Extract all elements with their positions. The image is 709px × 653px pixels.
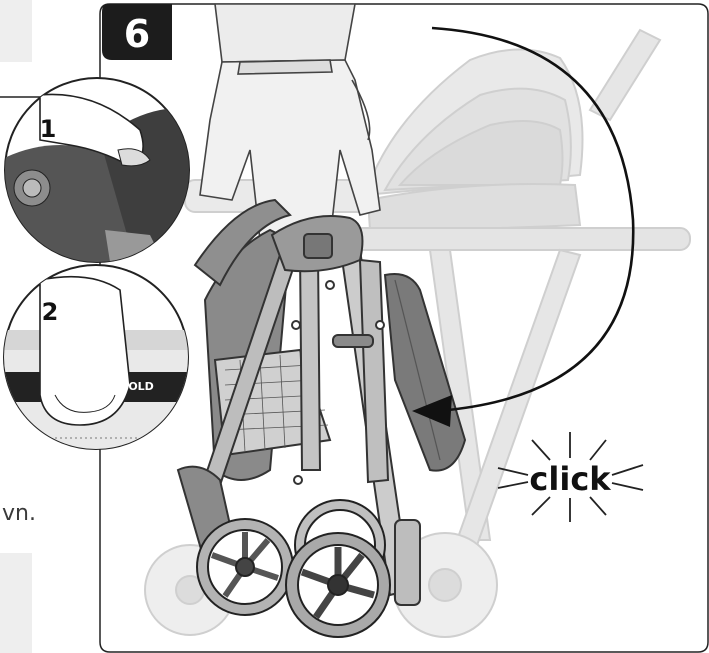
step-badge (102, 4, 172, 60)
partial-text-bottom: vn. (2, 501, 36, 526)
callout-2-number: 2 (42, 298, 59, 326)
person-figure (199, 3, 381, 241)
folded-stroller (176, 198, 467, 606)
side-panel-top (0, 0, 32, 62)
hand-icon (39, 275, 131, 426)
side-panel-bottom (0, 553, 32, 653)
click-sound-label: click (529, 460, 611, 498)
fold-direction-arrow (412, 26, 635, 427)
stroller-wheels (196, 499, 391, 638)
strap-label: LIFT TO FOLD (70, 380, 154, 393)
callout-2-lift-strap (3, 264, 189, 450)
click-burst-lines (497, 432, 644, 522)
wheel-front (285, 532, 391, 638)
callout-1-number: 1 (40, 115, 57, 143)
wheel-left (196, 518, 294, 616)
step-number: 6 (124, 12, 150, 56)
